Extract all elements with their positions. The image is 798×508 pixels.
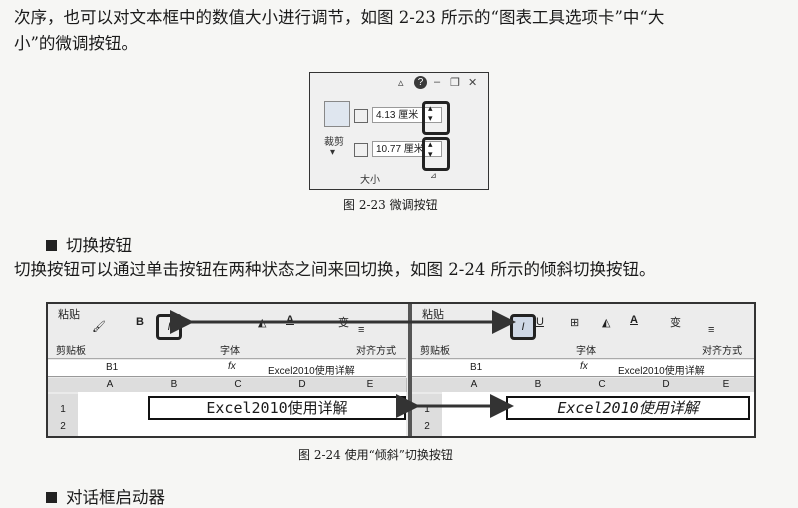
minimize-icon[interactable]: –: [434, 76, 441, 88]
name-box[interactable]: B1: [470, 362, 483, 373]
row-header-2[interactable]: 2: [412, 418, 442, 436]
font-group-label: 字体: [576, 346, 596, 357]
width-icon: [354, 143, 368, 157]
restore-icon[interactable]: ❐: [450, 77, 460, 89]
figure-divider: [408, 304, 412, 436]
close-icon[interactable]: ✕: [468, 77, 478, 89]
intro-line-2: 小”的微调按钮。: [14, 34, 138, 53]
formula-bar[interactable]: Excel2010使用详解: [268, 366, 355, 377]
fx-icon[interactable]: fx: [228, 361, 236, 372]
figure-2-23: ▵ ? – ❐ ✕ 裁剪 ▾ 4.13 厘米 ▴▾ 10.77 厘米 ▴▾ 大小…: [309, 72, 489, 190]
excel-before: 粘贴 🖌 剪贴板 B I 字体 ◭ A 变 ≡ 对齐方式 B1 fx Excel…: [48, 304, 407, 436]
width-spin-highlight: [422, 137, 450, 171]
intro-line-1: 次序，也可以对文本框中的数值大小进行调节，如图 2-23 所示的“图表工具选项卡…: [14, 8, 665, 27]
crop-label: 裁剪: [324, 137, 344, 148]
align-group-label: 对齐方式: [702, 346, 742, 357]
crop-dropdown-icon[interactable]: ▾: [330, 147, 336, 158]
clipboard-label: 剪贴板: [420, 346, 450, 357]
underline-button[interactable]: U: [536, 316, 544, 328]
height-spin-highlight: [422, 101, 450, 135]
column-header-e[interactable]: E: [334, 378, 407, 392]
row-header-2[interactable]: 2: [48, 418, 78, 436]
section-heading-dialog-launcher: 对话框启动器: [66, 488, 165, 507]
name-box[interactable]: B1: [106, 362, 119, 373]
font-color-icon[interactable]: A: [630, 314, 638, 326]
border-icon[interactable]: ⊞: [570, 317, 580, 329]
bullet-icon: [46, 492, 57, 503]
height-icon: [354, 109, 368, 123]
section-heading-toggle: 切换按钮: [66, 236, 132, 255]
fx-icon[interactable]: fx: [580, 361, 588, 372]
dialog-launcher-icon[interactable]: ⊿: [430, 171, 437, 180]
indent-icon[interactable]: ≡: [708, 324, 715, 336]
column-header-e[interactable]: E: [698, 378, 754, 392]
arrow-overlay: [170, 310, 516, 418]
font-group-label: 字体: [220, 346, 240, 357]
width-spin-arrows[interactable]: ▴▾: [428, 139, 433, 159]
bold-button[interactable]: B: [136, 316, 144, 328]
format-painter-icon[interactable]: 🖌: [92, 321, 106, 333]
text-direction-icon[interactable]: 变: [670, 317, 681, 329]
row-header-1[interactable]: 1: [48, 394, 78, 419]
height-spin-arrows[interactable]: ▴▾: [428, 103, 433, 123]
crop-icon[interactable]: [324, 101, 350, 127]
merged-cell-text[interactable]: Excel2010使用详解: [148, 396, 406, 420]
figure-2-23-caption: 图 2-23 微调按钮: [343, 198, 438, 212]
minimize-ribbon-icon[interactable]: ▵: [398, 77, 404, 89]
figure-2-24-caption: 图 2-24 使用“倾斜”切换按钮: [298, 448, 453, 462]
formula-bar[interactable]: Excel2010使用详解: [618, 366, 705, 377]
figure-2-24: 粘贴 🖌 剪贴板 B I 字体 ◭ A 变 ≡ 对齐方式 B1 fx Excel…: [46, 302, 756, 438]
bullet-icon: [46, 240, 57, 251]
help-icon[interactable]: ?: [414, 76, 427, 89]
clipboard-label: 剪贴板: [56, 346, 86, 357]
size-group-label: 大小: [360, 175, 380, 186]
toggle-paragraph: 切换按钮可以通过单击按钮在两种状态之间来回切换，如图 2-24 所示的倾斜切换按…: [14, 260, 656, 279]
align-group-label: 对齐方式: [356, 346, 396, 357]
fill-color-icon[interactable]: ◭: [602, 317, 611, 329]
merged-cell-text-italic[interactable]: Excel2010使用详解: [506, 396, 750, 420]
paste-label[interactable]: 粘贴: [58, 309, 80, 321]
